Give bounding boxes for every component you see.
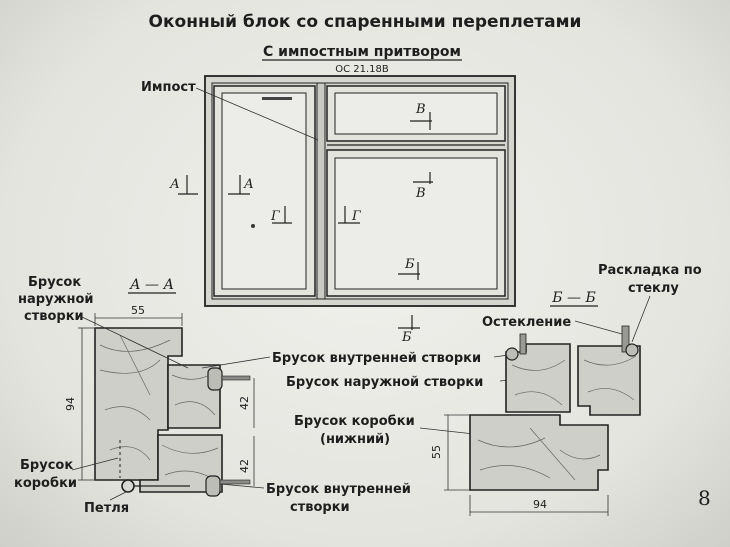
- hinge-dot-icon: [251, 224, 255, 228]
- aa-dim-width: 55: [131, 304, 145, 317]
- marker-v-bottom: В: [415, 186, 426, 201]
- bb-box-bar: [469, 414, 609, 491]
- aa-glass-bottom: [219, 479, 251, 485]
- aa-hinge-icon: [121, 479, 135, 493]
- bb-glass-left: [519, 333, 527, 355]
- aa-outer-sash: [167, 364, 221, 429]
- aa-bead-bottom-icon: [205, 475, 221, 497]
- marker-b-top: Б: [404, 257, 415, 272]
- label-inner-sash-bot-l1: Брусок внутренней: [266, 482, 411, 497]
- impost-bar: [316, 82, 326, 300]
- leader-hinge: [109, 491, 127, 501]
- marker-a-left: А: [169, 177, 180, 192]
- bb-bead-left-icon: [505, 347, 519, 361]
- label-inner-sash-bot-l2: створки: [290, 500, 350, 515]
- label-inner-sash-top: Брусок внутренней створки: [272, 351, 481, 366]
- label-box-bottom-l2: (нижний): [320, 432, 390, 447]
- subtitle: С импостным притвором: [263, 44, 461, 60]
- page-number: 8: [698, 486, 711, 510]
- leader-impost: [195, 87, 319, 141]
- bb-outer-sash-grain: [511, 359, 566, 406]
- marker-g-left: Г: [270, 209, 280, 224]
- right-sash-glass: [334, 157, 498, 290]
- section-bb: [469, 325, 641, 491]
- label-hinge: Петля: [84, 501, 129, 516]
- marker-g-right: Г: [351, 209, 361, 224]
- leader-bead: [631, 295, 651, 343]
- label-outer-sash-mid: Брусок наружной створки: [286, 375, 483, 390]
- bb-dim-height: 55: [430, 445, 443, 459]
- label-bead-l2: стеклу: [628, 281, 679, 296]
- bb-box-grain: [477, 427, 601, 481]
- left-sash-glass: [221, 92, 307, 290]
- window-frame-inner: [211, 82, 509, 300]
- leader-box-bottom: [419, 427, 475, 435]
- label-glazing: Остекление: [482, 315, 571, 330]
- aa-dim-height: 94: [64, 397, 77, 411]
- leader-box: [71, 457, 119, 471]
- label-box-l1: Брусок: [20, 458, 73, 473]
- aa-inner-sash: [139, 434, 223, 493]
- aa-box-bar: [94, 327, 183, 481]
- transom-glass: [334, 92, 498, 135]
- label-outer-sash-l1: Брусок: [28, 275, 81, 290]
- bb-inner-sash-grain: [583, 355, 637, 401]
- bb-bead-right-icon: [625, 343, 639, 357]
- marker-v-top: В: [415, 102, 426, 117]
- label-impost: Импост: [141, 80, 196, 95]
- aa-glass-top: [221, 375, 251, 381]
- bb-dim-width: 94: [533, 498, 547, 511]
- window-handle-icon: [262, 97, 292, 100]
- leader-inner-sash-bot: [219, 483, 265, 489]
- section-aa-title: А — А: [129, 277, 174, 293]
- drawing-code: ОС 21.18В: [335, 64, 389, 75]
- label-bead-l1: Раскладка по: [598, 263, 702, 278]
- leader-glazing: [574, 320, 623, 335]
- label-outer-sash-l3: створки: [24, 309, 84, 324]
- title: Оконный блок со спаренными переплетами: [149, 12, 582, 32]
- section-markers: А А В В Г Г Б Б: [169, 102, 433, 345]
- aa-dim-h1: 42: [238, 396, 251, 410]
- label-box-l2: коробки: [14, 476, 77, 491]
- section-bb-title: Б — Б: [551, 290, 595, 306]
- aa-bead-top-icon: [207, 367, 223, 391]
- aa-dim-h2: 42: [238, 459, 251, 473]
- section-aa: [94, 327, 251, 497]
- label-box-bottom-l1: Брусок коробки: [294, 414, 415, 429]
- label-outer-sash-l2: наружной: [18, 292, 94, 307]
- leader-inner-sash-top: [201, 356, 271, 369]
- marker-b-bottom: Б: [401, 330, 412, 345]
- aa-box-grain: [99, 334, 171, 461]
- leader-outer-sash: [79, 315, 189, 369]
- marker-a-right: А: [243, 177, 254, 192]
- bb-glass-right: [621, 325, 630, 353]
